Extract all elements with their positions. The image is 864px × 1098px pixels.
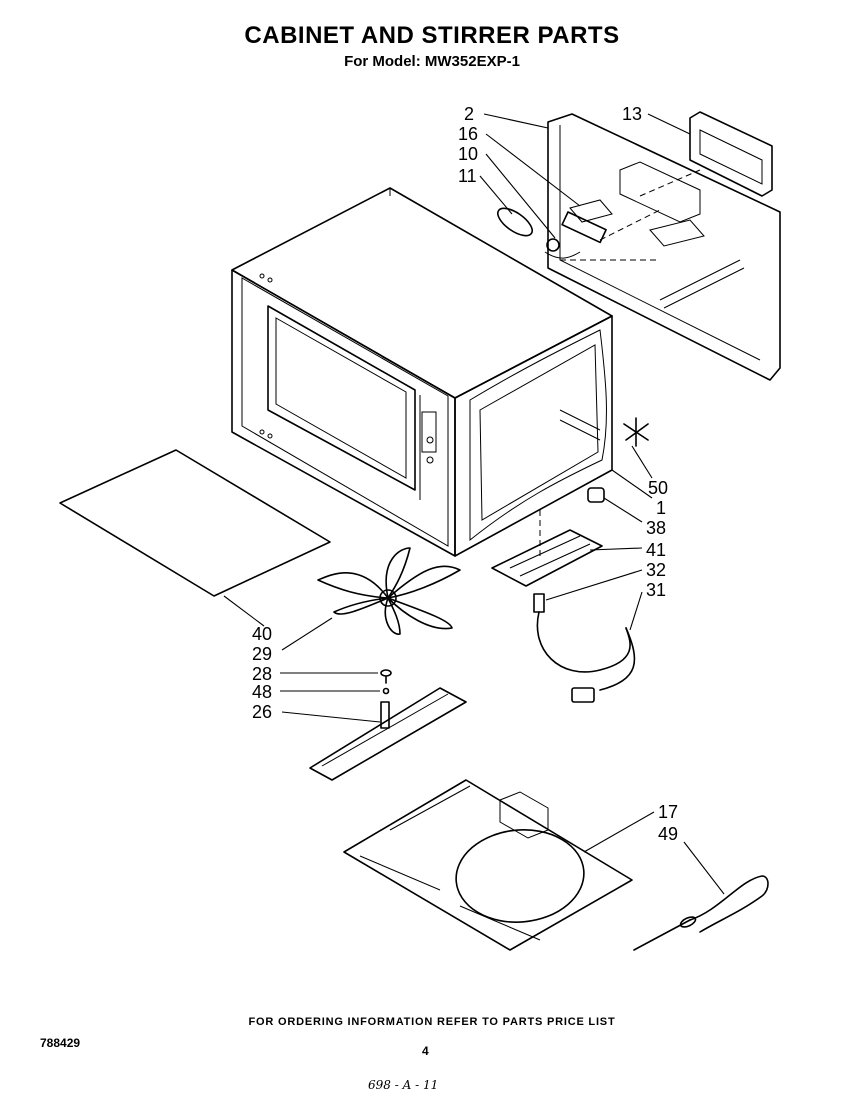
model-subtitle: For Model: MW352EXP-1 [344, 53, 520, 70]
callout-31: 31 [646, 580, 666, 600]
bracket-part [491, 510, 603, 587]
callout-1: 1 [656, 498, 666, 518]
callout-38: 38 [646, 518, 666, 538]
callout-labels: 2 16 10 11 13 50 1 38 41 32 31 40 29 28 … [252, 104, 678, 844]
page-number: 4 [422, 1044, 429, 1058]
sheet-part [59, 449, 331, 597]
callout-40: 40 [252, 624, 272, 644]
callout-10: 10 [458, 144, 478, 164]
temp-probe-part [633, 875, 769, 951]
small-fan-part [623, 417, 649, 447]
callout-32: 32 [646, 560, 666, 580]
callout-29: 29 [252, 644, 272, 664]
handwritten-note: 698 - A - 11 [368, 1078, 439, 1092]
callout-26: 26 [252, 702, 272, 722]
callout-13: 13 [622, 104, 642, 124]
callout-50: 50 [648, 478, 668, 498]
document-number: 788429 [40, 1036, 81, 1050]
callout-41: 41 [646, 540, 666, 560]
callout-49: 49 [658, 824, 678, 844]
stirrer-fan-part [317, 547, 461, 635]
foot-part [587, 487, 605, 503]
rear-plate-part [689, 111, 773, 197]
callout-28: 28 [252, 664, 272, 684]
power-cord-part [533, 593, 636, 703]
callout-11: 11 [458, 166, 477, 186]
cabinet-part [231, 187, 613, 557]
page-title: CABINET AND STIRRER PARTS [244, 22, 620, 49]
callout-16: 16 [458, 124, 478, 144]
callout-17: 17 [658, 802, 678, 822]
shaft-bracket-part [309, 687, 467, 781]
callout-48: 48 [252, 682, 272, 702]
screw-washer-parts [380, 669, 392, 695]
callout-2: 2 [464, 104, 474, 124]
rear-panel-part [547, 113, 781, 381]
ordering-info-note: FOR ORDERING INFORMATION REFER TO PARTS … [248, 1016, 616, 1028]
callout-leader-lines [223, 113, 725, 895]
lamp-socket-parts [497, 207, 607, 259]
base-plate-part [343, 779, 633, 951]
